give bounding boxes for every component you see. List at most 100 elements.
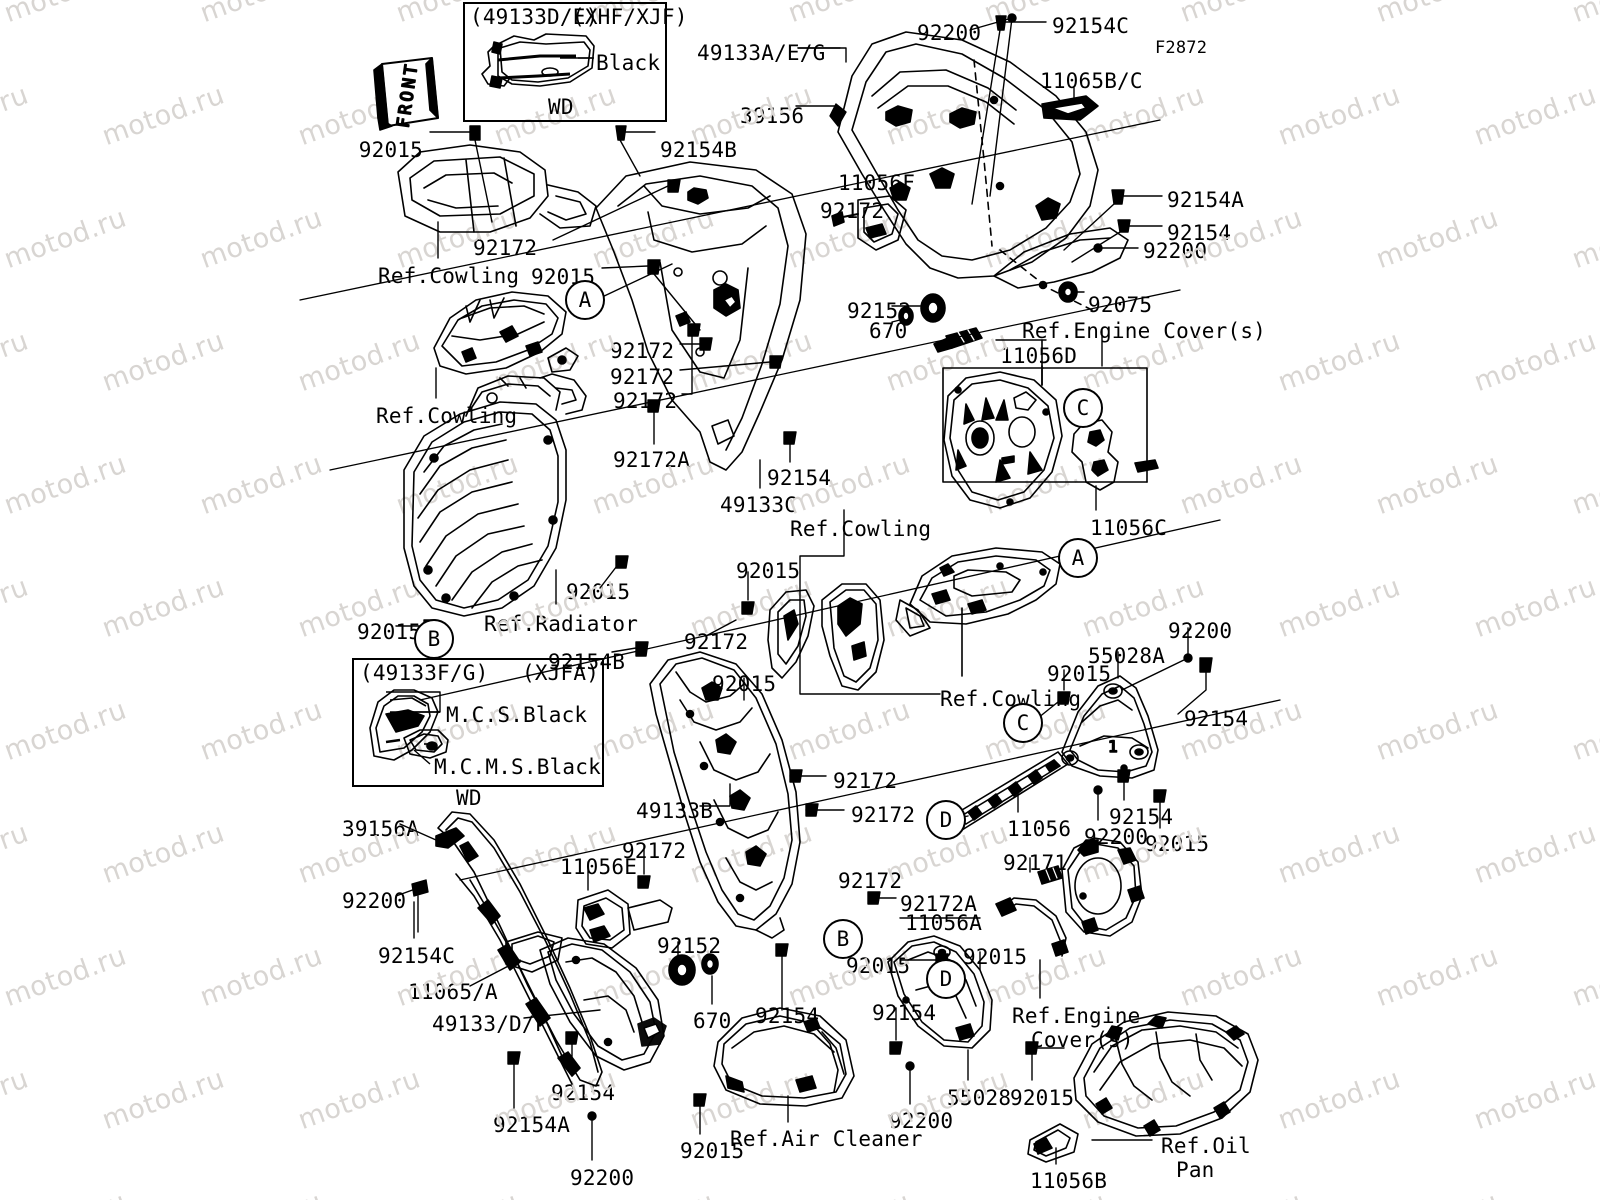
part-label-l33: Ref.Radiator (484, 612, 639, 636)
part-label-l59: 92152 (657, 934, 722, 958)
part-label-l79: 11056B (1030, 1169, 1108, 1193)
part-label-l61: 92015 (963, 945, 1028, 969)
part-39156A-tab (435, 827, 465, 849)
part-label-l27: 670 (869, 319, 908, 343)
part-right-side-cowl (837, 31, 1129, 311)
part-label-l75: Ref.Air Cleaner (730, 1127, 923, 1151)
part-label-l65: Ref.Engine (1012, 1004, 1141, 1028)
circle-marker-a: A (1058, 538, 1098, 578)
part-right-engine-cover (995, 837, 1145, 957)
part-label-l38: Ref.Cowling (940, 687, 1082, 711)
part-label-l29: 11056C (1090, 516, 1168, 540)
part-label-l23: 92172A (613, 448, 691, 472)
part-mid-right-cowl (895, 547, 1061, 677)
part-label-l49: 92200 (1084, 825, 1149, 849)
inset-top-title-right: (XHF/XJF) (572, 5, 688, 29)
circle-marker-b: B (823, 919, 863, 959)
part-label-l48: 92015 (1145, 832, 1210, 856)
part-label-l22: Ref.Cowling (376, 404, 518, 428)
part-11056E-bracket (575, 889, 673, 949)
inset-bottom-footer-wd: WD (456, 786, 482, 810)
part-label-l31: 92015 (736, 559, 801, 583)
part-92075-damper (1058, 281, 1078, 303)
part-label-l47: 92154 (1109, 805, 1174, 829)
part-label-l77: Pan (1176, 1158, 1215, 1182)
part-label-l71: 92154 (551, 1081, 616, 1105)
circle-marker-c: C (1063, 388, 1103, 428)
part-label-l43: 92172 (833, 769, 898, 793)
inset-bottom-callout-mcms: M.C.M.S.Black (434, 755, 601, 779)
part-label-l17: Ref.Cowling (378, 264, 520, 288)
part-label-l41: 92200 (1168, 619, 1233, 643)
part-label-l51: 92172 (622, 839, 687, 863)
part-label-l39: 92015 (1047, 662, 1112, 686)
part-label-l13: 92200 (1143, 239, 1208, 263)
part-label-l58: 92154C (378, 944, 456, 968)
part-11065BC-clip (1041, 95, 1099, 121)
part-label-l72: 92154A (493, 1113, 571, 1137)
inset-bottom-title-left: (49133F/G) (360, 661, 489, 685)
inset-bottom-callout-mcs: M.C.S.Black (446, 703, 588, 727)
part-label-l40: 55028A (1088, 644, 1166, 668)
part-upper-left-cowl (397, 144, 597, 233)
part-label-l12: 92154 (1167, 221, 1232, 245)
part-label-l32: 92015 (566, 580, 631, 604)
part-label-l07: 11065B/C (1040, 69, 1143, 93)
part-label-l25: 49133C (720, 493, 798, 517)
inset-top-footer-wd: WD (548, 95, 574, 119)
part-label-l02: 92154B (660, 138, 738, 162)
part-label-l30: Ref.Cowling (790, 517, 932, 541)
part-92152-grommet-lower (668, 953, 719, 986)
part-49133B-cowl (649, 651, 801, 939)
part-label-l45: 92172 (851, 803, 916, 827)
part-label-l52: 11056E (560, 855, 638, 879)
circle-marker-b: B (414, 619, 454, 659)
part-92152-grommet (898, 293, 946, 326)
inset-box-49133FG (352, 658, 604, 787)
part-label-l42: 92154 (1184, 707, 1249, 731)
part-label-l70: 92015 (1010, 1086, 1075, 1110)
part-label-l19: 92172 (610, 339, 675, 363)
part-label-l24: 92154 (767, 466, 832, 490)
front-arrow-icon: FRONT (373, 57, 439, 131)
part-label-l11: 92154A (1167, 188, 1245, 212)
part-label-l55: 92172 (838, 869, 903, 893)
part-label-l06: 92154C (1052, 14, 1130, 38)
part-11056F-bracket (831, 195, 907, 251)
part-label-l56: 92172A (900, 892, 978, 916)
inset-top-callout-black: Black (596, 51, 661, 75)
part-label-l76: Ref.Oil (1161, 1134, 1251, 1158)
part-label-l74: 92015 (680, 1139, 745, 1163)
part-label-l15: Ref.Engine Cover(s) (1022, 319, 1267, 343)
part-air-cleaner-duct (713, 1007, 855, 1107)
part-engine-cover (943, 371, 1063, 509)
part-label-l63: 49133/D/F (432, 1012, 548, 1036)
part-label-l01: 92015 (358, 138, 423, 162)
circle-marker-a: A (565, 280, 605, 320)
circle-marker-d: D (926, 800, 966, 840)
part-label-l53: 92200 (342, 889, 407, 913)
part-label-l69: 55028 (947, 1086, 1012, 1110)
part-label-l73: 92200 (889, 1109, 954, 1133)
inset-top-title-left: (49133D/E) (470, 5, 599, 29)
circle-marker-d: D (926, 959, 966, 999)
part-label-l78: 92200 (570, 1166, 635, 1190)
part-label-l67: 670 (693, 1009, 732, 1033)
part-label-l60: 92015 (846, 954, 911, 978)
part-radiator (403, 373, 587, 617)
part-label-l28: 11056D (1000, 344, 1078, 368)
part-label-l62: 11065/A (408, 980, 498, 1004)
part-mid-left-cowl (433, 291, 579, 375)
svg-text:1: 1 (1108, 737, 1118, 756)
part-label-l46: 11056 (1007, 817, 1072, 841)
circle-marker-c: C (1003, 703, 1043, 743)
part-label-l04: 39156 (740, 104, 805, 128)
part-oil-pan (1027, 1011, 1259, 1163)
part-label-l05: 92200 (917, 21, 982, 45)
part-label-l08: F2872 (1155, 38, 1208, 58)
inset-box-49133DE (463, 2, 667, 122)
part-11056C-gasket (1071, 419, 1159, 491)
